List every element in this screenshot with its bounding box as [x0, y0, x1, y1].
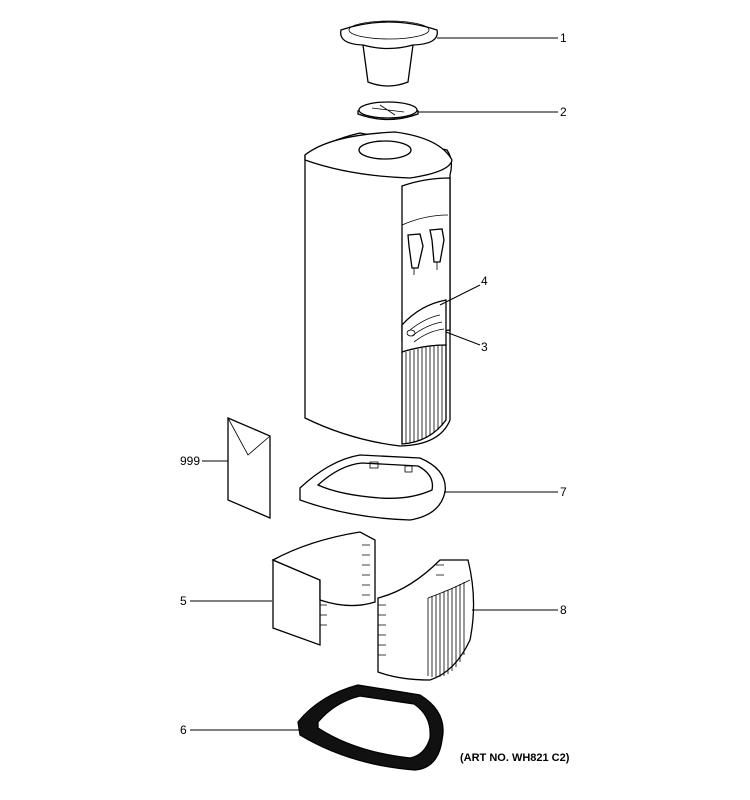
- part-5-side-panel: [271, 531, 376, 646]
- part-999-manual: [227, 417, 271, 519]
- callout-2: 2: [560, 105, 567, 119]
- callout-3: 3: [481, 340, 488, 354]
- callout-1: 1: [560, 31, 567, 45]
- part-8-rear-panel: [377, 559, 475, 681]
- callout-8: 8: [560, 603, 567, 617]
- part-7-base-frame: [299, 454, 446, 521]
- cabinet: [304, 131, 453, 447]
- callout-999: 999: [180, 454, 201, 468]
- part-6-trim-ring: [297, 684, 444, 771]
- part-2-disk: [357, 101, 419, 121]
- art-number: (ART NO. WH821 C2): [460, 752, 570, 764]
- callout-6: 6: [180, 723, 187, 737]
- leader-lines: [190, 37, 558, 731]
- part-1-funnel: [340, 20, 438, 87]
- callout-4: 4: [481, 274, 488, 288]
- callout-7: 7: [560, 485, 567, 499]
- callout-5: 5: [180, 594, 187, 608]
